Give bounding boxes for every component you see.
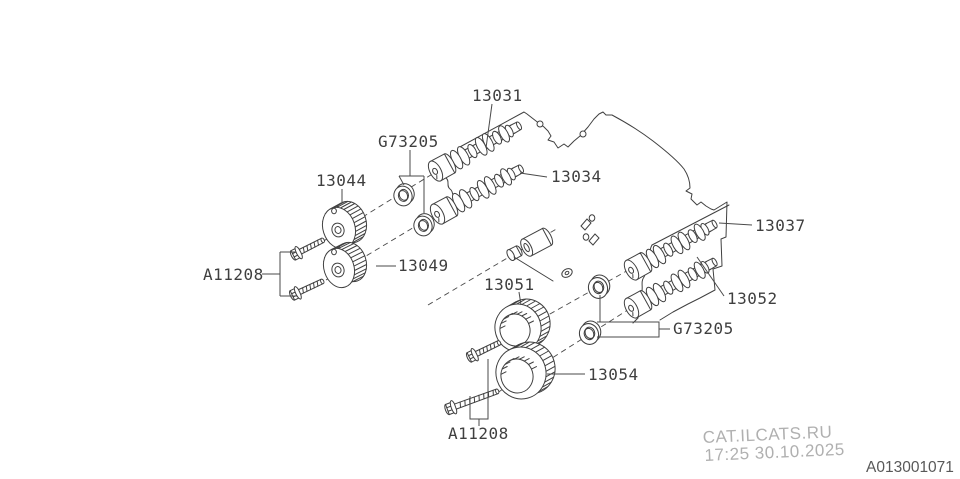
part-label-13049[interactable]: 13049 [398, 256, 449, 275]
valve-keeper-parts [580, 214, 600, 246]
part-label-13054[interactable]: 13054 [588, 365, 639, 384]
part-label-a11208-left[interactable]: A11208 [203, 265, 264, 284]
seal-g73205-c [584, 271, 614, 302]
leader-lines [262, 103, 753, 426]
seal-g73205-d [575, 317, 605, 348]
bolt-a11208-2 [287, 274, 328, 303]
cap-part [506, 245, 523, 262]
timing-pulley-13051 [494, 298, 551, 353]
part-label-13052[interactable]: 13052 [727, 289, 778, 308]
part-label-a11208-bottom[interactable]: A11208 [448, 424, 509, 443]
bolt-a11208-1 [287, 233, 328, 263]
timing-gear-13044 [321, 200, 368, 250]
part-label-13044[interactable]: 13044 [316, 171, 367, 190]
part-label-13037[interactable]: 13037 [755, 216, 806, 235]
part-label-13031[interactable]: 13031 [472, 86, 523, 105]
timing-gear-13049 [322, 241, 368, 289]
part-label-13051[interactable]: 13051 [484, 275, 535, 294]
part-labels: 13031 G73205 13044 13034 13037 13052 A11… [203, 86, 806, 443]
diagram-code: A013001071 [866, 459, 954, 476]
part-label-g73205-top[interactable]: G73205 [378, 132, 439, 151]
bolt-a11208-4 [442, 383, 502, 418]
keeper-leader-line [513, 256, 554, 282]
part-label-13034[interactable]: 13034 [551, 167, 602, 186]
bolt-a11208-3 [464, 335, 504, 365]
watermark: CAT.ILCATS.RU 17:25 30.10.2025 [702, 422, 845, 465]
small-bushing-part [561, 268, 573, 278]
plug-part [520, 227, 554, 257]
timing-pulley-13054 [495, 341, 556, 400]
part-label-g73205-bottom[interactable]: G73205 [673, 319, 734, 338]
